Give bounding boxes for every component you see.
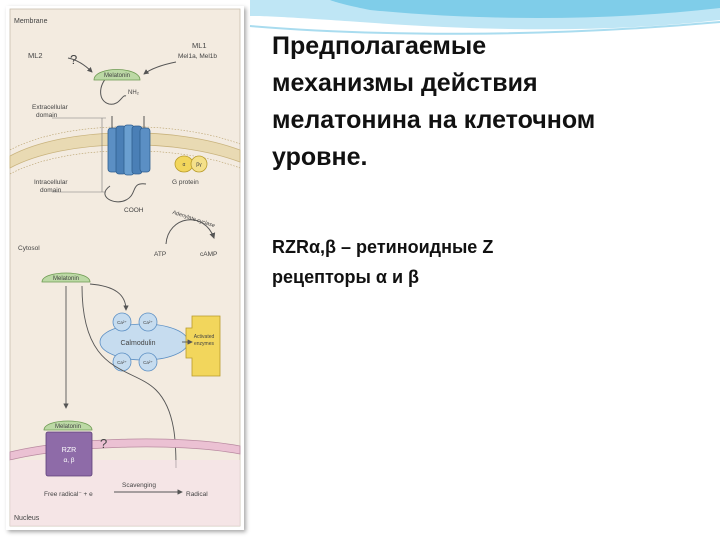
atp-label: ATP — [154, 251, 166, 258]
scavenging-label: Scavenging — [122, 482, 156, 489]
rzr-receptor — [45, 431, 93, 477]
calmodulin-complex — [99, 312, 189, 372]
slide-title: Предполагаемые механизмы действия мелато… — [272, 28, 702, 176]
intracellular-label-1: Intracellular — [34, 179, 68, 186]
cytosol-label: Cytosol — [18, 245, 40, 252]
ml2-label: ML2 — [28, 51, 43, 60]
ca-label-4: Ca²⁺ — [143, 360, 153, 365]
calmodulin-label: Calmodulin — [120, 340, 155, 347]
arrow-ml1 — [143, 61, 177, 75]
activated-enzymes — [185, 315, 221, 377]
melatonin-mid-bubble — [41, 272, 91, 283]
arrow-ml2 — [67, 57, 93, 73]
camp-label: cAMP — [200, 251, 217, 258]
nh2-label: NH₂ — [128, 90, 140, 96]
melatonin-bottom-bubble — [43, 420, 93, 431]
figure-frame: α βγ — [6, 6, 244, 530]
arrow-to-calmodulin — [89, 283, 129, 311]
melatonin-top-bubble — [93, 69, 141, 81]
extracellular-label-1: Extracellular — [32, 104, 69, 111]
g-protein-label: G protein — [172, 179, 199, 186]
g-protein: α βγ — [174, 155, 208, 173]
title-line: Предполагаемые — [272, 32, 487, 60]
melatonin-mechanism-figure: α βγ — [9, 8, 241, 527]
ca-label-2: Ca²⁺ — [143, 320, 153, 325]
wave-line — [249, 21, 720, 35]
title-line: уровне. — [272, 143, 368, 171]
free-radical-label: Free radical⁻ + e — [44, 491, 93, 498]
body-line: рецепторы α и β — [272, 267, 420, 287]
melatonin-top-label: Melatonin — [104, 73, 130, 79]
ca-label-1: Ca²⁺ — [117, 320, 127, 325]
slide-body: RZRα,β – ретиноидные Z рецепторы α и β — [272, 232, 702, 292]
question-top: ? — [70, 52, 77, 67]
ml1-label-1: ML1 — [192, 41, 207, 50]
nucleus-label: Nucleus — [14, 515, 40, 522]
cell-membrane — [9, 132, 241, 169]
ml1-label-2: Mel1a, Mel1b — [178, 53, 217, 60]
membrane-label: Membrane — [14, 18, 48, 25]
svg-text:α: α — [183, 162, 186, 168]
title-line: мелатонина на клеточном — [272, 106, 596, 134]
slide-top-wave — [249, 0, 720, 35]
activated-label-2: enzymes — [194, 341, 215, 347]
cooh-label: COOH — [124, 207, 144, 214]
melatonin-mid-label: Melatonin — [53, 276, 79, 282]
extracellular-label-2: domain — [36, 112, 58, 119]
melatonin-bottom-label: Melatonin — [55, 424, 81, 430]
title-line: механизмы действия — [272, 69, 538, 97]
radical-label: Radical — [186, 491, 208, 498]
rzr-label-1: RZR — [62, 447, 76, 454]
wave-mid — [330, 0, 720, 18]
ca-label-3: Ca²⁺ — [117, 360, 127, 365]
body-line: RZRα,β – ретиноидные Z — [272, 237, 494, 257]
adenylate-cyclase-arc — [165, 219, 216, 245]
ml1-receptor — [100, 75, 151, 203]
rzr-label-2: α, β — [63, 457, 74, 464]
activated-label-1: Activated — [194, 334, 215, 340]
svg-text:βγ: βγ — [196, 162, 202, 168]
intracellular-label-2: domain — [40, 187, 62, 194]
question-bottom: ? — [100, 436, 107, 451]
